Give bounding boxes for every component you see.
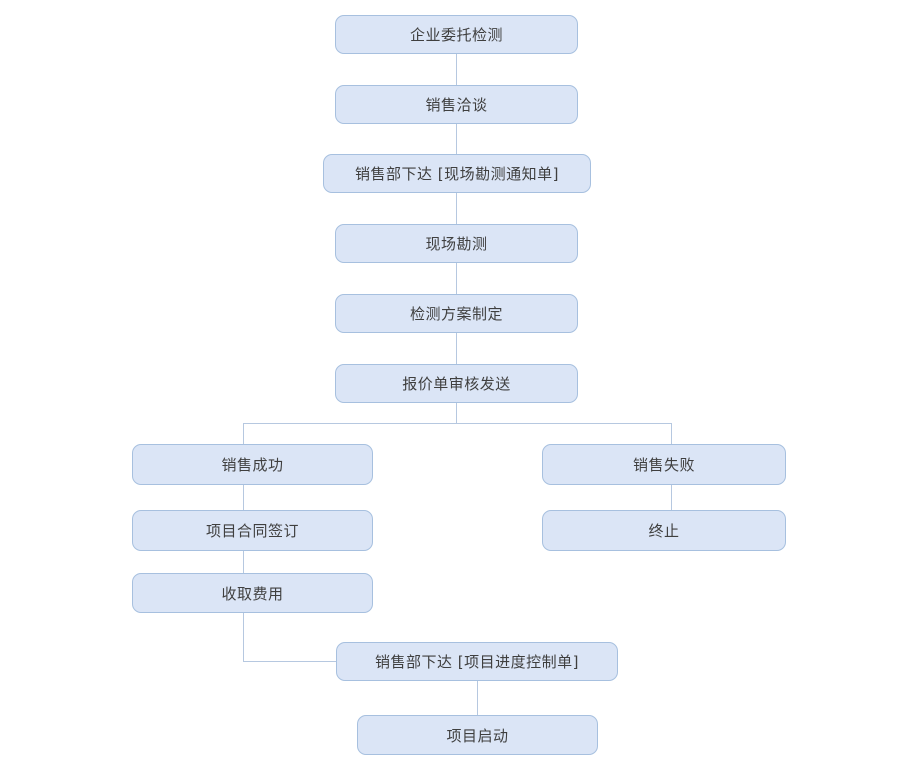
connector-n7-n9 xyxy=(671,485,672,510)
node-sales-negotiation: 销售洽谈 xyxy=(335,85,578,124)
connector-n4-n5 xyxy=(456,333,457,364)
connector-n0-n1 xyxy=(456,54,457,85)
node-sales-dept-site-survey-notice: 销售部下达 [现场勘测通知单] xyxy=(323,154,591,193)
connector-n10-elbow-vertical xyxy=(243,613,244,661)
node-project-launch: 项目启动 xyxy=(357,715,598,755)
node-sales-dept-project-progress-control: 销售部下达 [项目进度控制单] xyxy=(336,642,618,681)
connector-n10-elbow-horizontal xyxy=(243,661,336,662)
node-fee-collection: 收取费用 xyxy=(132,573,373,613)
connector-n2-n3 xyxy=(456,193,457,224)
node-sales-failure: 销售失败 xyxy=(542,444,786,485)
connector-n3-n4 xyxy=(456,263,457,294)
connector-split-to-success xyxy=(243,423,244,444)
node-quotation-review-send: 报价单审核发送 xyxy=(335,364,578,403)
connector-n11-n12 xyxy=(477,681,478,715)
node-site-survey: 现场勘测 xyxy=(335,224,578,263)
node-sales-success: 销售成功 xyxy=(132,444,373,485)
node-enterprise-commission-testing: 企业委托检测 xyxy=(335,15,578,54)
node-testing-plan-formulation: 检测方案制定 xyxy=(335,294,578,333)
connector-split-horizontal xyxy=(243,423,672,424)
connector-n8-n10 xyxy=(243,551,244,573)
node-terminate: 终止 xyxy=(542,510,786,551)
connector-n5-split-stub xyxy=(456,403,457,423)
connector-split-to-failure xyxy=(671,423,672,444)
connector-n6-n8 xyxy=(243,485,244,510)
connector-n1-n2 xyxy=(456,124,457,154)
node-project-contract-signing: 项目合同签订 xyxy=(132,510,373,551)
